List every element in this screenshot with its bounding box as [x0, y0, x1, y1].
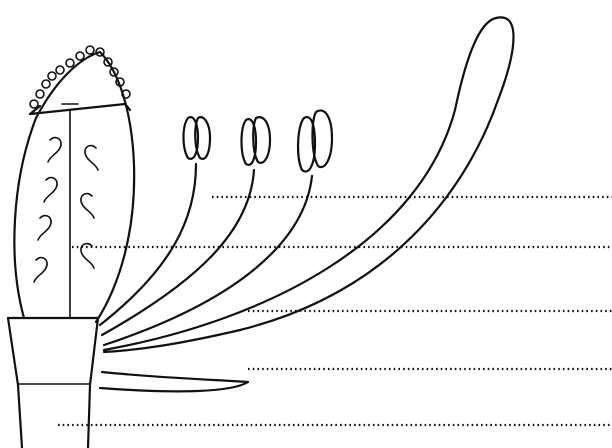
stamen-1	[100, 117, 210, 325]
stamen-3	[104, 110, 332, 345]
ovary	[14, 52, 134, 322]
ovules	[34, 138, 98, 282]
stigma	[30, 46, 130, 108]
petal	[104, 17, 514, 352]
sepal	[100, 372, 248, 391]
receptacle	[8, 318, 98, 448]
